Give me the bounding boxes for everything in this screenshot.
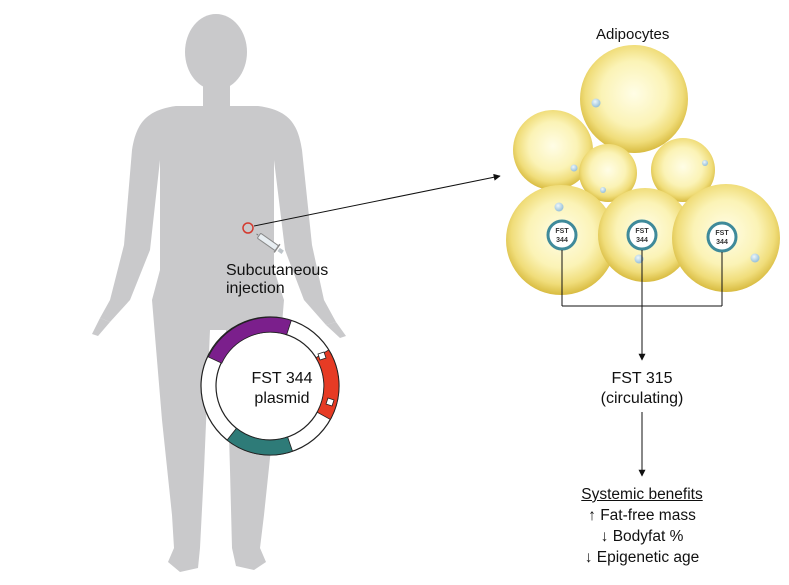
circulating-label-line1: FST 315 xyxy=(611,370,673,387)
nucleus-label-bottom: 344 xyxy=(716,239,728,246)
lipid-droplet xyxy=(634,254,644,264)
injection-label: Subcutaneous injection xyxy=(226,262,328,299)
plasmid-label: FST 344 plasmid xyxy=(232,369,332,409)
circulating-label: FST 315 (circulating) xyxy=(562,369,722,409)
injection-site xyxy=(242,222,254,234)
lipid-droplet xyxy=(702,160,708,166)
plasmid-label-line2: plasmid xyxy=(254,390,310,407)
adipocyte xyxy=(651,138,715,202)
adipocytes-label: Adipocytes xyxy=(596,26,670,43)
nucleus-fst344: FST 344 xyxy=(706,221,738,253)
benefit-item: ↑ Fat-free mass xyxy=(588,507,696,524)
benefit-item: ↓ Epigenetic age xyxy=(584,549,700,566)
syringe-icon xyxy=(256,233,284,254)
plasmid-label-line1: FST 344 xyxy=(251,370,313,387)
plasmid-ring xyxy=(200,316,340,456)
nucleus-label-bottom: 344 xyxy=(556,237,568,244)
lipid-droplet xyxy=(591,98,601,108)
injection-label-line1: Subcutaneous xyxy=(226,262,329,279)
adipocyte-cluster: FST 344 FST 344 FST 344 xyxy=(506,45,780,295)
adipocyte xyxy=(579,144,637,202)
lipid-droplet xyxy=(600,187,606,193)
lipid-droplet xyxy=(570,164,578,172)
benefit-item: ↓ Bodyfat % xyxy=(600,528,684,545)
nucleus-label-top: FST xyxy=(635,228,649,235)
plasmid-segment-purple xyxy=(207,316,292,364)
injection-arrow xyxy=(253,173,501,227)
human-silhouette xyxy=(92,14,346,572)
injection-label-line2: injection xyxy=(226,280,285,298)
systemic-benefits: Systemic benefits ↑ Fat-free mass ↓ Body… xyxy=(552,484,732,568)
nucleus-fst344: FST 344 xyxy=(626,219,658,251)
benefits-title: Systemic benefits xyxy=(581,486,703,503)
nucleus-label-bottom: 344 xyxy=(636,237,648,244)
lipid-droplet xyxy=(554,202,564,212)
nucleus-label-top: FST xyxy=(715,230,729,237)
nucleus-fst344: FST 344 xyxy=(546,219,578,251)
circulating-label-line2: (circulating) xyxy=(600,390,684,407)
plasmid-segment-teal xyxy=(226,427,294,456)
lipid-droplet xyxy=(750,253,760,263)
nucleus-label-top: FST xyxy=(555,228,569,235)
adipocyte xyxy=(580,45,688,153)
